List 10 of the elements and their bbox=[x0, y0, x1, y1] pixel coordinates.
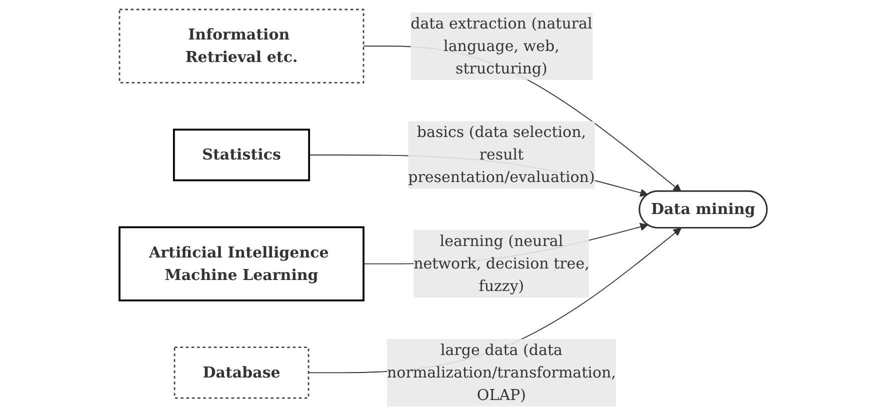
edge-label: learning (neural network, decision tree, fuzzy) bbox=[414, 232, 590, 295]
node-box: Information Retrieval etc. bbox=[119, 8, 364, 84]
node-box: Database bbox=[174, 346, 310, 399]
edge-label: large data (data normalization/transformation, OLAP) bbox=[387, 340, 616, 404]
node-box: Artificial Intelligence Machine Learning bbox=[118, 226, 365, 302]
arrow bbox=[308, 228, 682, 374]
edge-label: data extraction (natural language, web, structuring) bbox=[410, 14, 593, 78]
node-box: Statistics bbox=[173, 128, 310, 182]
arrow bbox=[363, 46, 682, 192]
edge-label: basics (data selection, result presentation/evaluation) bbox=[408, 123, 596, 186]
